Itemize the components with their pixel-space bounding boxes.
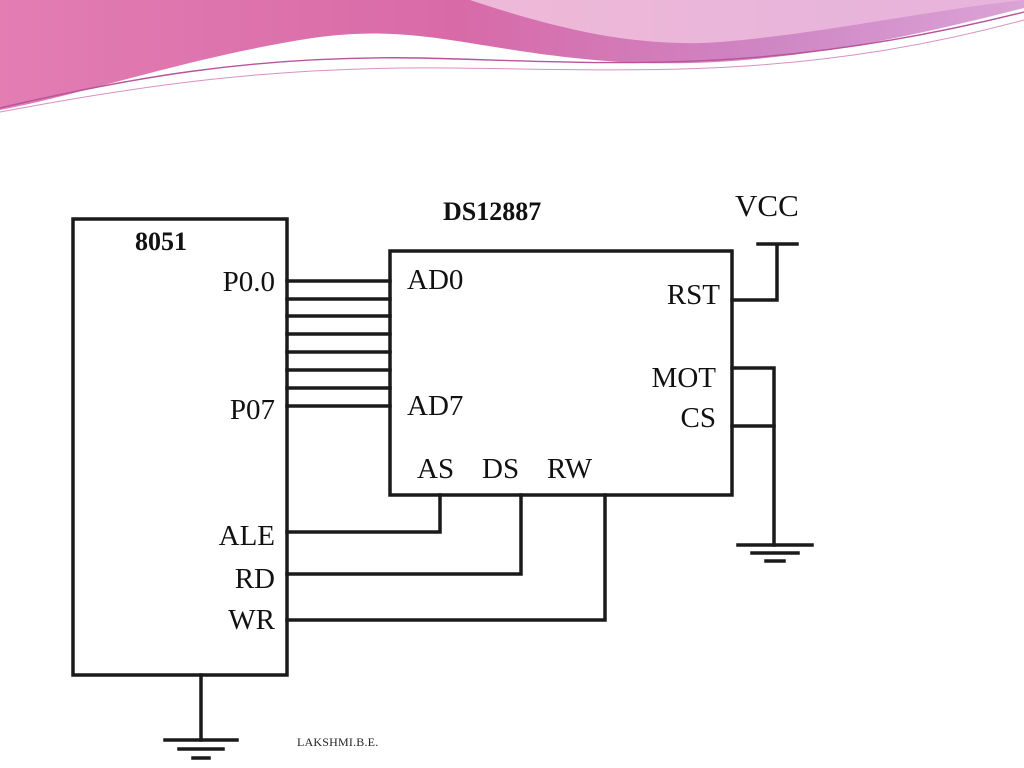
rd-ds-wire [285, 493, 523, 576]
pin-ds-label: DS [482, 453, 519, 485]
pin-p0-7-label: P07 [230, 394, 275, 426]
mcu-title: 8051 [135, 227, 187, 256]
pin-ad7-label: AD7 [407, 390, 463, 422]
rtc-ds12887-block [388, 249, 734, 497]
mcu-ground-symbol [163, 738, 239, 760]
pin-rd-label: RD [235, 563, 275, 595]
vcc-label: VCC [735, 188, 799, 223]
header-wave-decoration [0, 0, 1024, 113]
pin-rst-label: RST [667, 279, 720, 311]
footer-author: LAKSHMI.B.E. [297, 735, 379, 749]
mcu-8051-block [71, 217, 289, 677]
rtc-ground-symbol [736, 543, 814, 563]
pin-ale-label: ALE [219, 520, 275, 552]
pin-mot-label: MOT [652, 362, 717, 394]
pin-rw-label: RW [547, 453, 593, 485]
data-bus-lines [285, 279, 392, 408]
ale-as-wire [285, 493, 442, 534]
pin-wr-label: WR [228, 604, 275, 636]
rst-vcc-wire [730, 245, 779, 302]
rtc-title: DS12887 [443, 197, 541, 226]
pin-cs-label: CS [681, 402, 716, 434]
schematic-panel: 8051 DS12887 VCC P0.0 P07 ALE RD WR AD0 … [55, 183, 863, 768]
pin-as-label: AS [417, 453, 454, 485]
mot-ground-wire [730, 366, 776, 547]
wr-rw-wire [285, 493, 607, 622]
pin-p0-0-label: P0.0 [223, 266, 275, 298]
interface-schematic: 8051 DS12887 VCC P0.0 P07 ALE RD WR AD0 … [71, 188, 814, 760]
pin-ad0-label: AD0 [407, 264, 463, 296]
